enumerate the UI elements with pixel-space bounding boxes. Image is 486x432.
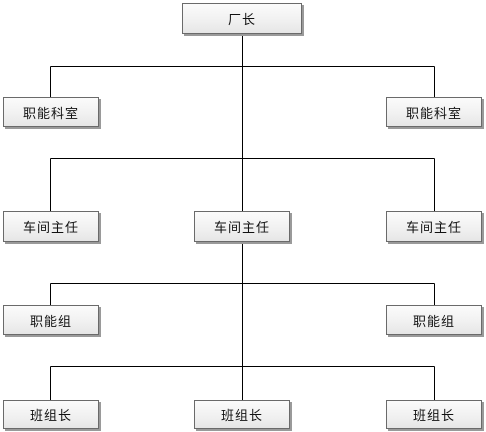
node-label: 班组长 bbox=[29, 409, 72, 424]
node-label: 职能组 bbox=[29, 314, 72, 330]
node-team-leader-left: 班组长 bbox=[3, 400, 99, 429]
node-label: 车间主任 bbox=[405, 221, 462, 236]
node-workshop-director-left: 车间主任 bbox=[3, 211, 99, 242]
node-label: 厂长 bbox=[227, 13, 256, 28]
node-functional-office-left: 职能科室 bbox=[3, 97, 99, 127]
node-workshop-director-right: 车间主任 bbox=[386, 211, 482, 242]
node-team-leader-center: 班组长 bbox=[194, 400, 290, 429]
node-workshop-director-center: 车间主任 bbox=[194, 211, 290, 242]
node-label: 班组长 bbox=[220, 409, 263, 424]
node-label: 职能科室 bbox=[405, 106, 462, 122]
node-label: 班组长 bbox=[412, 409, 455, 424]
node-factory-director: 厂长 bbox=[182, 3, 302, 34]
node-label: 车间主任 bbox=[22, 221, 79, 236]
node-label: 车间主任 bbox=[213, 221, 270, 236]
node-label: 职能组 bbox=[412, 314, 455, 330]
node-team-leader-right: 班组长 bbox=[386, 400, 482, 429]
node-label: 职能科室 bbox=[22, 106, 79, 122]
node-functional-group-left: 职能组 bbox=[3, 305, 99, 335]
node-functional-group-right: 职能组 bbox=[386, 305, 482, 335]
node-functional-office-right: 职能科室 bbox=[386, 97, 482, 127]
